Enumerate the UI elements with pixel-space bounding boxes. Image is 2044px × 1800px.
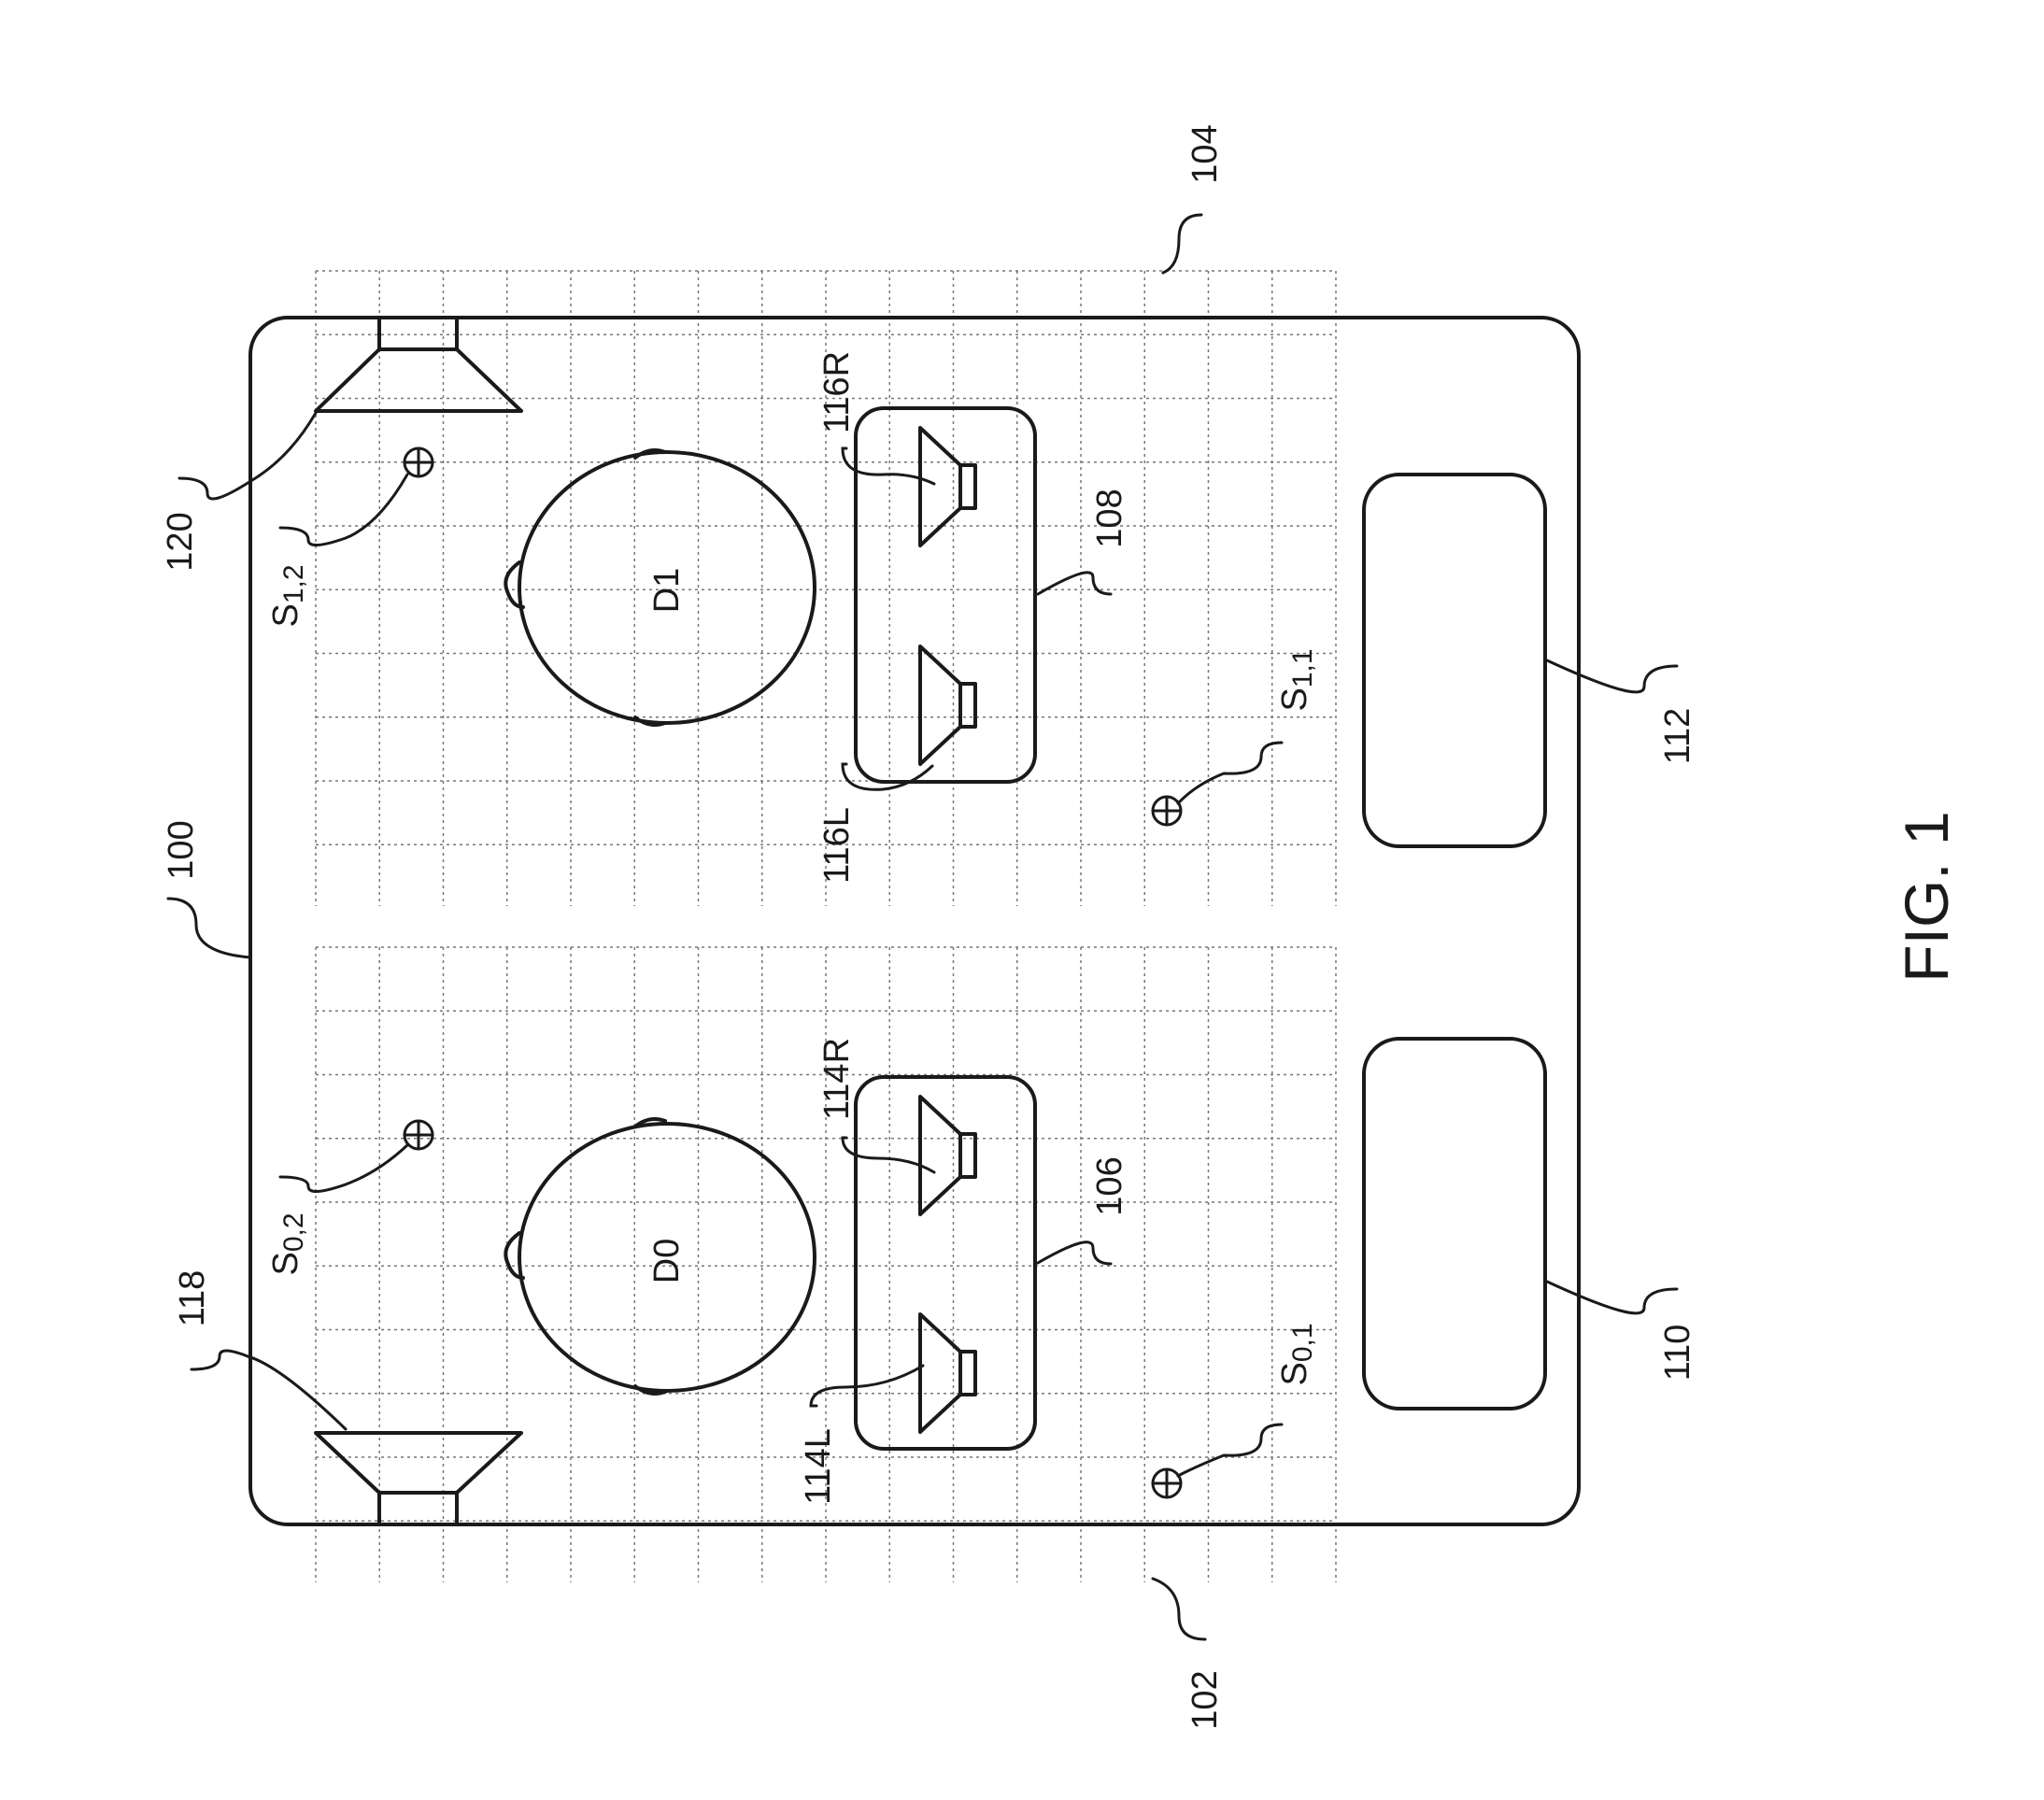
sensor-label-s01: S0,1 [1275,1323,1318,1385]
sensor-label-s12: S1,2 [266,564,309,627]
headrest-speaker-front-left [920,1314,975,1432]
headrest-speaker-rear-left [920,646,975,764]
occupant-label-front: D0 [647,1239,687,1284]
label-116R: 116R [817,351,857,433]
seat-rear [1364,475,1545,846]
label-114R: 114R [817,1038,857,1120]
door-speaker-front [316,1433,521,1524]
label-108: 108 [1090,489,1129,547]
sensor-marker-s02 [405,1121,433,1149]
headrest-rear [856,408,1035,782]
label-112: 112 [1658,708,1697,765]
label-114L: 114L [799,1428,838,1505]
sensor-marker-s01 [1153,1469,1181,1497]
label-116L: 116L [817,807,857,884]
label-120: 120 [161,512,200,571]
sensor-label-s11: S1,1 [1275,648,1318,711]
vehicle-cabin-outline [250,318,1579,1524]
label-110: 110 [1658,1325,1697,1382]
label-106: 106 [1090,1156,1129,1215]
door-speaker-rear [316,318,521,411]
label-102: 102 [1185,1670,1225,1729]
label-100: 100 [162,820,201,879]
headrest-speaker-rear-right [920,428,975,546]
sensor-label-s02: S0,2 [266,1212,309,1275]
sensor-marker-s11 [1153,797,1181,825]
occupant-label-rear: D1 [647,568,687,614]
sensor-marker-s12 [405,448,433,476]
label-104: 104 [1185,124,1225,183]
label-118: 118 [173,1270,212,1327]
seat-front [1364,1039,1545,1409]
figure-caption: FIG. 1 [1892,811,1961,982]
headrest-speaker-front-right [920,1097,975,1214]
